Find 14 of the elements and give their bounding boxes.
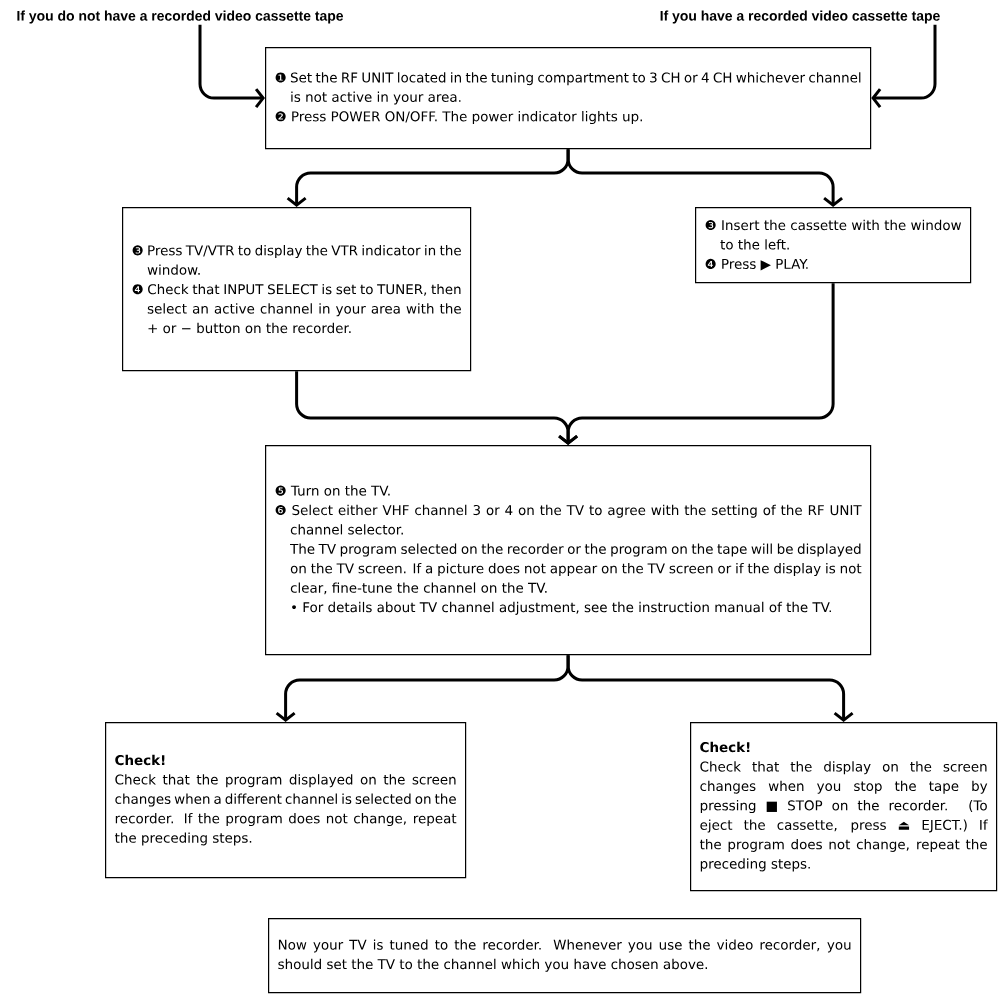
step-box: ❶ Set the RF UNIT located in the tuning compartment to 3 CH or 4 CH whichever channel is not active in your area. ❷ Press POWER ON/OFF. The power indicator lights up. bbox=[265, 47, 872, 150]
condition-text: If you do not have a recorded video cassette tape bbox=[17, 10, 344, 24]
step-box: ❸ Insert the cassette with the window to the left. ❹ Press ▶ PLAY. bbox=[695, 207, 972, 284]
arrow bbox=[198, 24, 265, 109]
arrow bbox=[871, 24, 937, 109]
check-box: Check! Check that the display on the screen changes when you stop the tape by pressing ■ STOP on the recorder. (To eject the cassette, press ⏏ EJECT.) If the program does not change, repeat the preceding steps. bbox=[690, 722, 998, 892]
condition-text: If you have a recorded video cassette tape bbox=[660, 10, 940, 24]
step-box: ❸ Press TV/VTR to display the VTR indicator in the window. ❹ Check that INPUT SELECT is set to TUNER, then select an active channel in your area with the + or − button on the recorder. bbox=[122, 207, 472, 372]
arrow bbox=[558, 283, 835, 445]
arrow bbox=[566, 655, 854, 722]
check-box: Check! Check that the program displayed on the screen changes when a different channel is selected on the recorder. If the program does not change, repeat the preceding steps. bbox=[105, 722, 467, 879]
note-box: Now your TV is tuned to the recorder. Whenever you use the video recorder, you should set the TV to the channel which you have chosen above. bbox=[268, 918, 862, 994]
arrow bbox=[566, 149, 844, 207]
step-box: ❺ Turn on the TV. ❻ Select either VHF channel 3 or 4 on the TV to agree with the setting of the RF UNIT channel selector. The TV program selected on the recorder or the program on the tape will be displayed on the TV screen. If a picture does not appear on the TV screen or if the display is not clear, fine-tune the channel on the TV. • For details about TV channel adjustment, see the instruction manual of the TV. bbox=[265, 445, 872, 656]
